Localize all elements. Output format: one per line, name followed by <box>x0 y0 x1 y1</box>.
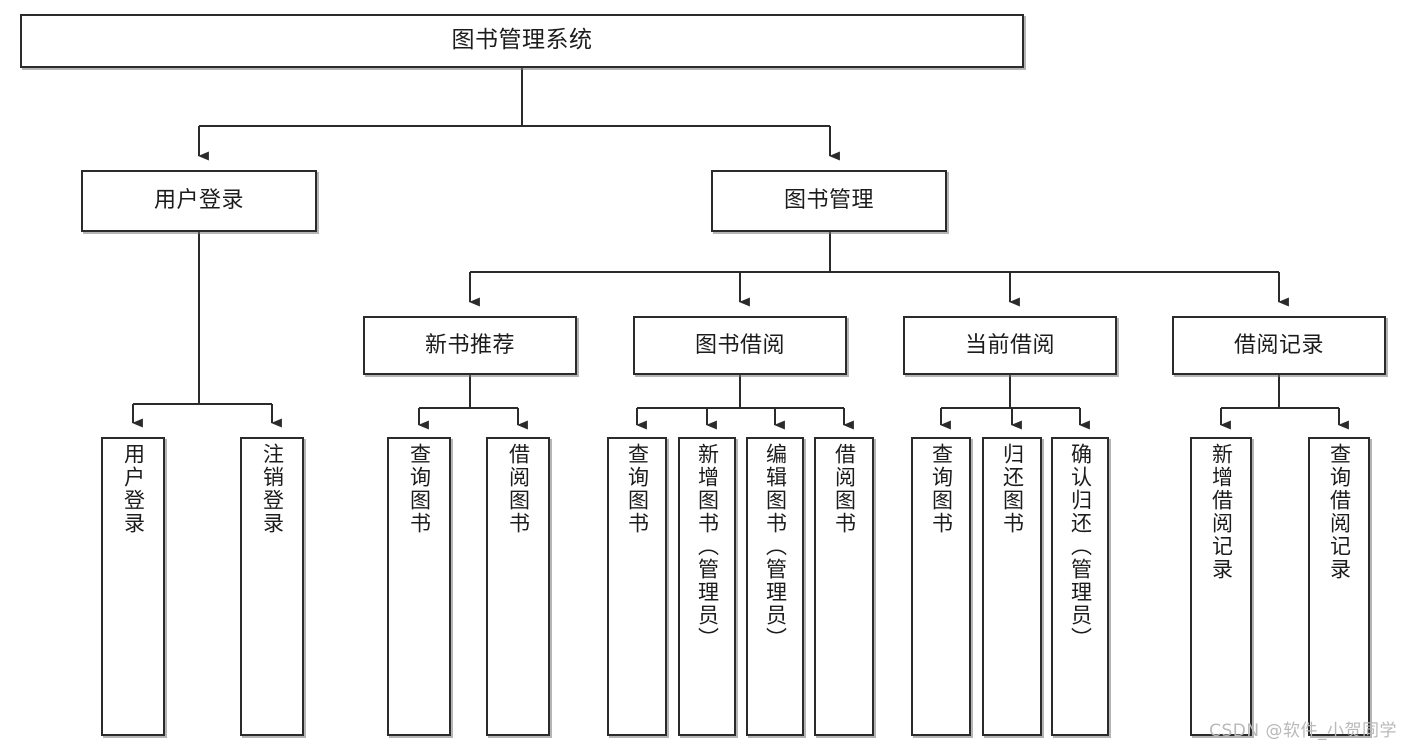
node-borrow-record-label: 借阅记录 <box>1233 332 1324 358</box>
node-leaf-borrow-book-1[interactable]: 借阅图书 <box>486 437 550 736</box>
node-leaf-query-book-2[interactable]: 查询图书 <box>607 437 667 736</box>
node-user-login-label: 用户登录 <box>153 188 244 214</box>
node-leaf-query-record[interactable]: 查询借阅记录 <box>1308 437 1370 736</box>
node-leaf-confirm-return-label: 确认归还（管理员） <box>1068 443 1093 650</box>
node-leaf-query-book-3-label: 查询图书 <box>929 443 954 535</box>
node-current-borrow-label: 当前借阅 <box>964 332 1055 358</box>
node-root[interactable]: 图书管理系统 <box>20 14 1024 68</box>
node-borrow-record[interactable]: 借阅记录 <box>1172 316 1386 375</box>
node-leaf-logout[interactable]: 注销登录 <box>240 437 304 736</box>
node-leaf-borrow-book-2[interactable]: 借阅图书 <box>814 437 874 736</box>
node-book-manage[interactable]: 图书管理 <box>711 170 947 232</box>
node-new-book-recommend[interactable]: 新书推荐 <box>363 316 577 375</box>
node-current-borrow[interactable]: 当前借阅 <box>903 316 1117 375</box>
node-leaf-query-book-2-label: 查询图书 <box>625 443 650 535</box>
node-book-borrow-label: 图书借阅 <box>694 332 785 358</box>
node-leaf-query-book-1[interactable]: 查询图书 <box>387 437 451 736</box>
node-leaf-add-book-label: 新增图书（管理员） <box>695 443 720 650</box>
node-root-label: 图书管理系统 <box>451 27 593 54</box>
node-book-borrow[interactable]: 图书借阅 <box>633 316 847 375</box>
node-user-login[interactable]: 用户登录 <box>81 170 317 232</box>
node-leaf-edit-book[interactable]: 编辑图书（管理员） <box>746 437 804 736</box>
node-leaf-borrow-book-1-label: 借阅图书 <box>506 443 531 535</box>
node-leaf-add-record-label: 新增借阅记录 <box>1209 443 1234 581</box>
node-leaf-query-book-3[interactable]: 查询图书 <box>911 437 971 736</box>
node-new-book-recommend-label: 新书推荐 <box>424 332 515 358</box>
node-leaf-user-login-label: 用户登录 <box>121 443 146 535</box>
node-leaf-return-book-label: 归还图书 <box>1000 443 1025 535</box>
node-leaf-confirm-return[interactable]: 确认归还（管理员） <box>1051 437 1109 736</box>
node-leaf-logout-label: 注销登录 <box>260 443 285 535</box>
node-leaf-query-book-1-label: 查询图书 <box>407 443 432 535</box>
csdn-watermark: CSDN @软件_小贺同学 <box>1209 721 1397 741</box>
node-leaf-borrow-book-2-label: 借阅图书 <box>832 443 857 535</box>
node-book-manage-label: 图书管理 <box>783 188 874 214</box>
node-leaf-return-book[interactable]: 归还图书 <box>982 437 1042 736</box>
node-leaf-add-record[interactable]: 新增借阅记录 <box>1190 437 1252 736</box>
node-leaf-query-record-label: 查询借阅记录 <box>1327 443 1352 581</box>
node-leaf-edit-book-label: 编辑图书（管理员） <box>763 443 788 650</box>
node-leaf-add-book[interactable]: 新增图书（管理员） <box>678 437 736 736</box>
node-leaf-user-login[interactable]: 用户登录 <box>101 437 165 736</box>
